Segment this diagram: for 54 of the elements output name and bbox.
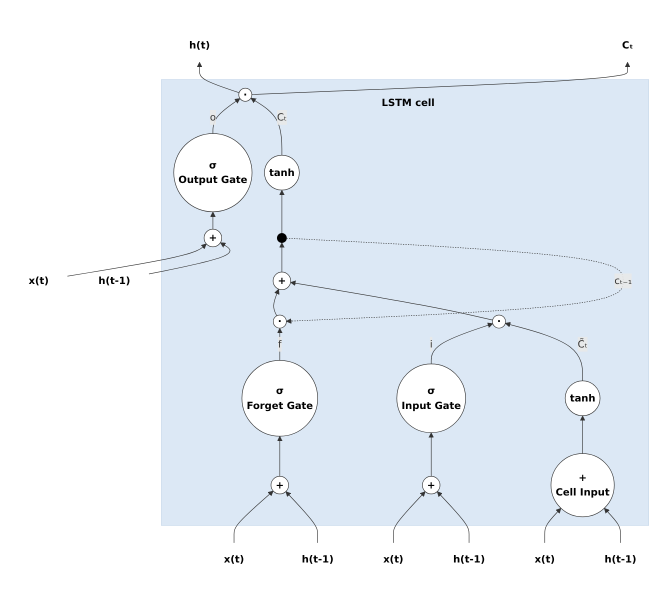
- node-text: h(t-1): [302, 553, 334, 566]
- arrow: [286, 491, 318, 544]
- edge-label: Cₜ: [276, 111, 287, 123]
- edge-label: f: [278, 338, 282, 350]
- node-circle: σ Forget Gate: [242, 360, 318, 436]
- arrow: [580, 415, 586, 454]
- node-text: x(t): [224, 553, 244, 566]
- node-text: x(t): [28, 274, 49, 287]
- node-circle: tanh: [564, 380, 600, 416]
- node-circle: ·: [238, 88, 252, 102]
- node-circle: +: [422, 476, 440, 494]
- arrow: [250, 98, 282, 156]
- arrow: [67, 244, 207, 276]
- edge-label: C̃ₜ: [578, 338, 588, 350]
- node-text: h(t-1): [98, 274, 130, 287]
- arrow: [430, 322, 494, 364]
- node-text: h(t-1): [453, 553, 486, 566]
- arrow: [279, 190, 285, 234]
- arrow: [273, 288, 280, 316]
- node-circle: [276, 233, 287, 243]
- node-circle: +: [270, 476, 289, 494]
- node-text: h(t-1): [604, 553, 636, 566]
- arrow: [286, 238, 624, 324]
- node-text: h(t): [189, 39, 210, 51]
- arrow: [212, 98, 240, 134]
- node-circle: ·: [272, 314, 287, 328]
- arrow: [252, 62, 630, 95]
- arrow: [196, 62, 240, 93]
- arrow: [234, 490, 274, 544]
- edge-label: cₜ₋₁: [614, 274, 632, 287]
- arrow: [544, 508, 562, 544]
- arrow: [210, 212, 216, 230]
- node-text: x(t): [383, 553, 404, 566]
- arrow: [505, 322, 583, 382]
- node-circle: ·: [492, 314, 506, 328]
- edge-label: i: [430, 338, 433, 350]
- node-circle: σ Input Gate: [396, 364, 466, 433]
- arrow: [604, 508, 621, 544]
- edge-label: o: [210, 111, 216, 123]
- node-circle: +: [272, 272, 292, 290]
- node-circle: + Cell Input: [550, 453, 615, 518]
- arrow: [148, 242, 230, 274]
- node-circle: σ Output Gate: [173, 133, 252, 212]
- node-circle: tanh: [264, 154, 300, 190]
- arrow: [277, 436, 283, 477]
- arrow: [393, 491, 426, 544]
- node-text: Cₜ: [622, 39, 634, 51]
- arrow: [277, 328, 283, 361]
- arrow: [428, 432, 434, 477]
- node-text: x(t): [534, 553, 555, 566]
- node-circle: +: [204, 228, 222, 248]
- arrow: [290, 280, 493, 320]
- arrow: [437, 491, 470, 544]
- arrow: [279, 242, 285, 272]
